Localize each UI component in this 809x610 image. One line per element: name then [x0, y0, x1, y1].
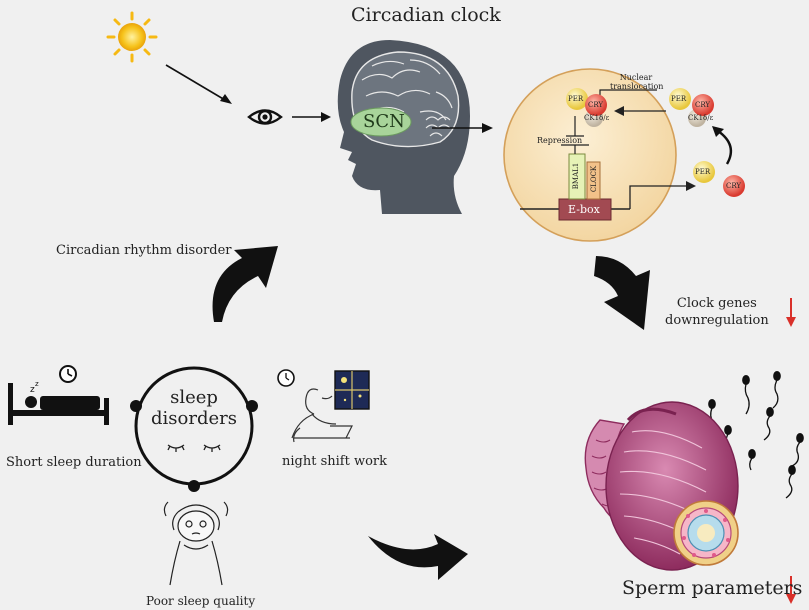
scn-label: SCN — [363, 111, 405, 132]
arrow-to-testis — [368, 534, 468, 580]
arrow-sun-to-eye — [165, 64, 232, 104]
bmal1-label: BMAL1 — [572, 162, 580, 190]
arrow-sleep-to-circadian — [212, 246, 278, 322]
per-label-nucleus: PER — [568, 95, 584, 103]
per-label-free: PER — [695, 168, 711, 176]
down-arrow-icon-sperm — [786, 576, 796, 604]
per-label-cytoplasm: PER — [671, 95, 687, 103]
cell-nucleus — [503, 68, 745, 242]
repression-label: Repression — [537, 136, 583, 145]
cry-label-nucleus: CRY — [588, 101, 604, 109]
clock-genes-line1: Clock genes — [676, 296, 757, 311]
short-sleep-label: Short sleep duration — [6, 455, 142, 470]
poor-sleeper-icon — [163, 501, 229, 586]
night-worker-icon — [277, 369, 370, 443]
eye-icon — [247, 109, 283, 125]
svg-text:z: z — [35, 380, 39, 388]
clock-icon — [59, 365, 77, 383]
sleep-disorders-title: sleep disorders — [144, 387, 244, 429]
clock-genes-label: Clock genes downregulation — [665, 295, 769, 329]
clock-genes-line2: downregulation — [665, 313, 769, 328]
sleep-line: sleep — [170, 387, 218, 408]
bed-icon: z z — [8, 380, 109, 425]
circadian-rhythm-disorder-label: Circadian rhythm disorder — [56, 243, 232, 258]
diagram-title: Circadian clock — [351, 4, 501, 26]
nuclear-translocation-label: Nuclear translocation — [610, 73, 664, 91]
night-shift-label: night shift work — [282, 454, 387, 469]
sleep-disorders-ring — [130, 366, 258, 492]
poor-sleep-label: Poor sleep quality — [146, 594, 256, 608]
sun-icon — [106, 11, 158, 63]
testis-icon — [584, 401, 739, 571]
sperm-parameters-label: Sperm parameters — [622, 577, 803, 599]
svg-text:z: z — [30, 385, 35, 395]
ebox-label: E-box — [568, 203, 600, 216]
head-brain-icon — [337, 40, 470, 214]
arrow-cell-to-clock-genes — [594, 256, 650, 330]
ck-label-nucleus: CK1δ/ε — [584, 114, 610, 122]
arrow-head-to-cell — [432, 123, 493, 133]
disorders-line: disorders — [151, 408, 237, 429]
clock-gene-label: CLOCK — [590, 165, 598, 193]
down-arrow-icon-clock-genes — [786, 298, 796, 327]
ck-label-cytoplasm: CK1δ/ε — [688, 114, 714, 122]
cry-label-cytoplasm: CRY — [695, 101, 711, 109]
cry-label-free: CRY — [726, 182, 742, 190]
arrow-eye-to-head — [292, 112, 331, 122]
